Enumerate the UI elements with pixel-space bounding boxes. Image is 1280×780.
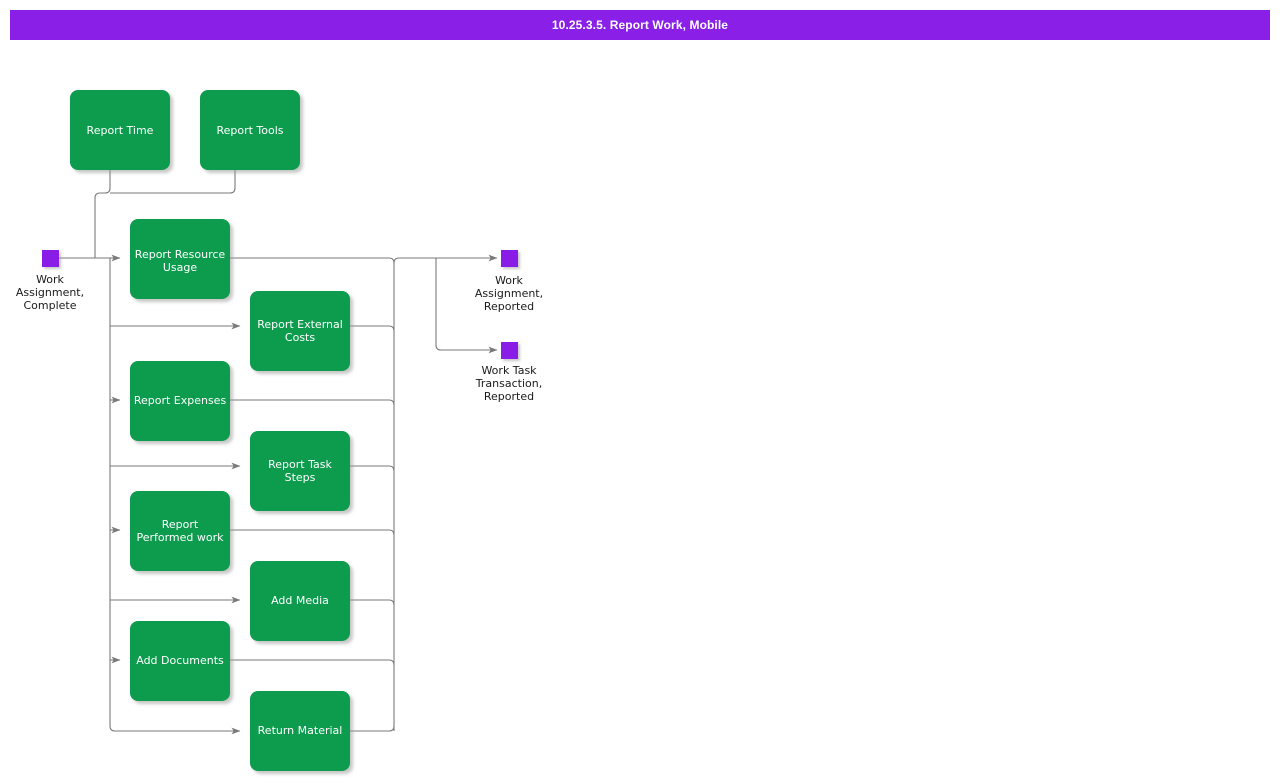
node-return-material-label: Return Material [258, 724, 343, 737]
node-report-performed-work-label-1: Report [162, 518, 199, 531]
node-report-time[interactable]: Report Time [70, 90, 170, 170]
node-report-external-costs-label-2: Costs [285, 331, 315, 344]
edge-report-time-to-rail [95, 170, 110, 258]
edge-add-media-to-collector [350, 600, 394, 605]
edge-return-material-to-collector [350, 726, 394, 731]
end-node-work-task-transaction-reported-label-2: Transaction, [475, 377, 542, 390]
node-report-time-label: Report Time [87, 124, 154, 137]
start-node-label-3: Complete [23, 299, 76, 312]
edge-report-tools-to-rail [110, 170, 235, 193]
node-layer: Report Time Report Tools Report Resource… [70, 90, 350, 771]
end-node-work-assignment-reported-label-2: Assignment, [475, 287, 543, 300]
node-add-documents[interactable]: Add Documents [130, 621, 230, 701]
edge-report-performed-work-to-collector [230, 530, 394, 535]
node-report-resource-usage-label-1: Report Resource [135, 248, 226, 261]
node-report-tools-label: Report Tools [216, 124, 283, 137]
edge-report-expenses-to-collector [230, 400, 394, 405]
node-add-documents-label: Add Documents [136, 654, 224, 667]
edge-report-task-steps-to-collector [350, 466, 394, 471]
node-report-task-steps-label-1: Report Task [268, 458, 332, 471]
edge-right-collector-rail [394, 258, 497, 731]
end-node-work-task-transaction-reported-label-3: Reported [484, 390, 534, 403]
node-add-media-label: Add Media [271, 594, 329, 607]
node-report-performed-work-label-2: Performed work [136, 531, 224, 544]
node-report-task-steps-label-2: Steps [285, 471, 316, 484]
node-report-external-costs-label-1: Report External [257, 318, 343, 331]
node-report-performed-work[interactable]: Report Performed work [130, 491, 230, 571]
start-node-label-2: Assignment, [16, 286, 84, 299]
edge-add-documents-to-collector [230, 660, 394, 665]
node-add-media[interactable]: Add Media [250, 561, 350, 641]
end-node-work-assignment-reported-label-3: Reported [484, 300, 534, 313]
end-node-work-assignment-reported[interactable]: Work Assignment, Reported [475, 250, 543, 313]
node-report-expenses-label: Report Expenses [134, 394, 227, 407]
end-node-work-assignment-reported-label-1: Work [495, 274, 523, 287]
start-node-label-1: Work [36, 273, 64, 286]
node-report-task-steps[interactable]: Report Task Steps [250, 431, 350, 511]
end-node-work-task-transaction-reported-label-1: Work Task [481, 364, 537, 377]
node-report-external-costs[interactable]: Report External Costs [250, 291, 350, 371]
edge-report-external-costs-to-collector [350, 326, 394, 331]
node-return-material[interactable]: Return Material [250, 691, 350, 771]
node-report-expenses[interactable]: Report Expenses [130, 361, 230, 441]
start-node-work-assignment-complete[interactable]: Work Assignment, Complete [16, 250, 84, 312]
node-report-resource-usage[interactable]: Report Resource Usage [130, 219, 230, 299]
end-node-work-task-transaction-reported[interactable]: Work Task Transaction, Reported [475, 342, 542, 403]
edge-report-resource-usage-to-collector [230, 258, 394, 263]
node-report-resource-usage-label-2: Usage [163, 261, 198, 274]
node-report-tools[interactable]: Report Tools [200, 90, 300, 170]
